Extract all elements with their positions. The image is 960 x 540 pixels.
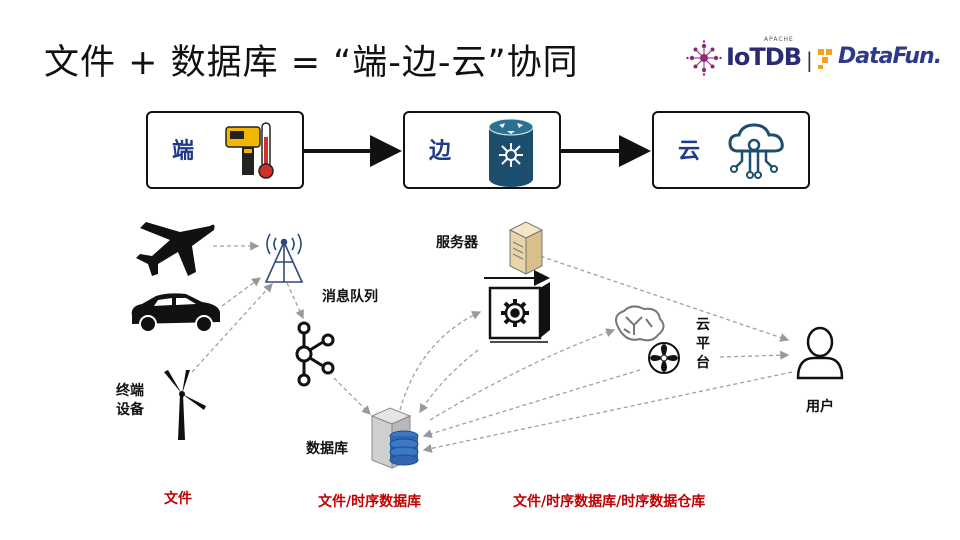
page-title: 文件 + 数据库 = “端-边-云”协同 xyxy=(44,43,579,83)
link-server-to-user xyxy=(533,253,790,342)
link-database-to-cloud-brain xyxy=(429,328,616,421)
database-label: 数据库 xyxy=(306,441,348,457)
tier-box-cloud: 云 xyxy=(652,111,810,189)
link-cloud-fan-to-database xyxy=(422,369,641,439)
terminal-device-label: 终端 设备 xyxy=(116,382,144,420)
message-queue-icon xyxy=(295,321,335,387)
iotdb-logo-icon xyxy=(686,40,722,76)
tier-label-cloud: 云 xyxy=(678,139,701,164)
tier-label-edge: 边 xyxy=(429,139,452,164)
sensor-thermometer-icon xyxy=(225,122,274,179)
tier-box-terminal: 端 xyxy=(146,111,304,189)
terminal-device-line1: 终端 xyxy=(116,383,144,399)
caption-edge: 文件/时序数据库 xyxy=(318,494,422,510)
user-label: 用户 xyxy=(806,399,834,415)
wind-turbine-icon xyxy=(164,370,206,440)
user-icon xyxy=(796,326,844,380)
cloud-platform-char-1: 云 xyxy=(696,317,710,333)
link-queue-to-database xyxy=(333,377,371,415)
link-user-to-database xyxy=(422,371,793,453)
cloud-platform-label: 云 平 台 xyxy=(696,316,710,373)
server-icon xyxy=(508,221,544,275)
link-database-to-server xyxy=(399,311,482,411)
antenna-icon xyxy=(264,233,304,283)
logo-separator: | xyxy=(806,48,813,72)
server-label: 服务器 xyxy=(436,235,478,251)
edge-router-icon xyxy=(488,118,534,187)
caption-terminal: 文件 xyxy=(164,491,192,507)
logo-bar: APACHE IoTDB | DataFun. xyxy=(686,36,942,78)
link-car-to-antenna xyxy=(221,277,262,307)
link-server-to-database xyxy=(419,349,479,414)
link-turbine-to-antenna xyxy=(191,283,273,373)
airplane-icon xyxy=(136,222,215,276)
cloud-platform-char-3: 台 xyxy=(696,355,710,371)
cloud-platform-char-2: 平 xyxy=(696,336,710,352)
message-queue-label: 消息队列 xyxy=(322,289,378,305)
iotdb-wordmark: IoTDB xyxy=(726,43,802,71)
tier-label-terminal: 端 xyxy=(172,139,195,164)
link-antenna-to-queue xyxy=(286,282,304,320)
datafun-logo-icon xyxy=(818,49,832,69)
datafun-wordmark: DataFun. xyxy=(838,44,942,69)
car-icon xyxy=(131,293,220,333)
cloud-network-icon xyxy=(728,123,784,179)
caption-cloud: 文件/时序数据库/时序数据仓库 xyxy=(513,494,706,510)
tier-box-edge: 边 xyxy=(403,111,561,189)
terminal-device-line2: 设备 xyxy=(116,402,144,418)
database-icon xyxy=(370,407,419,469)
ai-brain-icon xyxy=(615,305,665,342)
link-cloud-to-user xyxy=(719,350,790,360)
processing-box-icon xyxy=(484,270,550,343)
apache-label: APACHE xyxy=(764,36,794,43)
fan-icon xyxy=(648,342,680,374)
